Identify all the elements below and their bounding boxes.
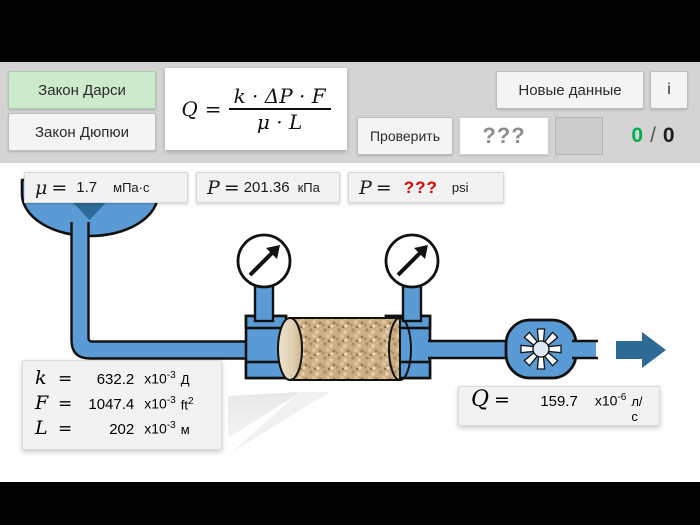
score-separator: / bbox=[650, 124, 656, 147]
gauge-left-needle bbox=[248, 245, 280, 277]
right-arrow-icon bbox=[616, 332, 666, 368]
permeability-value: 632.2 bbox=[96, 371, 135, 388]
length-symbol: L bbox=[35, 417, 48, 439]
core-sample-far-end bbox=[388, 317, 412, 381]
answer-result-indicator bbox=[555, 117, 603, 155]
viscosity-readout: μ = 1.7 мПа·с bbox=[24, 172, 188, 203]
top-toolbar: Закон Дарси Закон Дюпюи Q = k · ΔP · F μ… bbox=[0, 62, 700, 163]
formula-card: Q = k · ΔP · F μ · L bbox=[165, 68, 347, 150]
gauge-right-needle bbox=[396, 245, 428, 277]
permeability-factor: x10-3 bbox=[144, 370, 176, 387]
flow-rate-factor: x10-6 bbox=[594, 392, 627, 409]
area-equals: = bbox=[58, 394, 73, 414]
flow-rate-card: Q = 159.7 x10-6 л/с bbox=[458, 386, 660, 426]
tank-outlet-pipe bbox=[71, 222, 250, 359]
pressure-psi-readout: P = ??? psi bbox=[348, 172, 504, 203]
permeability-unit: Д bbox=[180, 372, 190, 387]
pressure-psi-symbol: P bbox=[359, 176, 372, 199]
viscosity-value: 1.7 bbox=[76, 179, 98, 196]
permeability-symbol: k bbox=[35, 367, 47, 389]
pipe-to-pump bbox=[428, 341, 508, 358]
pressure-psi-value: ??? bbox=[403, 177, 438, 197]
flow-rate-unit: л/с bbox=[631, 394, 643, 424]
formula-lhs: Q bbox=[181, 97, 198, 121]
core-sample-end bbox=[277, 317, 303, 381]
simulation-stage: μ = 1.7 мПа·с P = 201.36 кПа P = ??? psi… bbox=[0, 62, 700, 482]
check-answer-label: Проверить bbox=[369, 128, 440, 144]
viscosity-symbol: μ bbox=[35, 176, 48, 199]
flow-rate-value: 159.7 bbox=[540, 393, 578, 410]
formula-denominator: μ · L bbox=[256, 109, 303, 134]
law-darcy-button[interactable]: Закон Дарси bbox=[8, 71, 156, 109]
area-unit: ft2 bbox=[180, 395, 194, 412]
length-value: 202 bbox=[109, 421, 135, 438]
area-row: F = 1047.4 x10-3 ft2 bbox=[35, 392, 211, 417]
answer-input[interactable]: ??? bbox=[459, 117, 549, 155]
new-data-label: Новые данные bbox=[518, 81, 622, 99]
law-darcy-label: Закон Дарси bbox=[38, 81, 126, 99]
rock-parameters-card: k = 632.2 x10-3 Д F = 1047.4 x10-3 ft2 L… bbox=[22, 360, 222, 450]
pressure-psi-equals: = bbox=[375, 176, 392, 199]
flow-rate-equals: = bbox=[493, 389, 510, 411]
info-button[interactable]: i bbox=[650, 71, 688, 109]
callout-wedge bbox=[228, 392, 298, 438]
pressure-kpa-readout: P = 201.36 кПа bbox=[196, 172, 340, 203]
pump-outlet-stub bbox=[572, 341, 596, 358]
score-correct: 0 bbox=[631, 124, 644, 147]
callout-wedge-2 bbox=[232, 392, 330, 452]
area-symbol: F bbox=[35, 392, 49, 414]
score-display: 0 / 0 bbox=[612, 117, 694, 155]
flow-rate-row: Q = 159.7 x10-6 л/с bbox=[471, 387, 649, 424]
permeability-row: k = 632.2 x10-3 Д bbox=[35, 367, 211, 392]
pressure-kpa-unit: кПа bbox=[297, 180, 320, 195]
length-factor: x10-3 bbox=[144, 420, 176, 437]
area-factor: x10-3 bbox=[144, 395, 176, 412]
info-label: i bbox=[667, 81, 671, 98]
formula-numerator: k · ΔP · F bbox=[233, 83, 326, 108]
answer-placeholder: ??? bbox=[482, 123, 526, 148]
viscosity-equals: = bbox=[51, 176, 68, 199]
pressure-kpa-equals: = bbox=[223, 176, 240, 199]
length-equals: = bbox=[58, 419, 73, 439]
formula-fraction-bar bbox=[228, 108, 331, 110]
new-data-button[interactable]: Новые данные bbox=[496, 71, 644, 109]
check-answer-button[interactable]: Проверить bbox=[357, 117, 453, 155]
darcy-formula: Q = k · ΔP · F μ · L bbox=[181, 83, 331, 134]
length-unit: м bbox=[180, 422, 190, 437]
length-row: L = 202 x10-3 м bbox=[35, 417, 211, 442]
formula-equals: = bbox=[204, 97, 222, 121]
pressure-psi-unit: psi bbox=[451, 180, 469, 195]
pump-impeller-icon bbox=[520, 328, 562, 370]
flow-rate-symbol: Q bbox=[471, 387, 490, 412]
tank-outlet-pipe-outline bbox=[70, 222, 250, 360]
permeability-equals: = bbox=[58, 369, 73, 389]
apparatus-diagram bbox=[20, 176, 666, 452]
score-total: 0 bbox=[662, 124, 675, 147]
law-dupuit-label: Закон Дюпюи bbox=[34, 123, 130, 141]
viscosity-unit: мПа·с bbox=[113, 180, 150, 195]
area-value: 1047.4 bbox=[88, 396, 135, 413]
pressure-kpa-value: 201.36 bbox=[243, 179, 290, 196]
law-dupuit-button[interactable]: Закон Дюпюи bbox=[8, 113, 156, 151]
core-sample-body bbox=[289, 317, 401, 381]
formula-fraction: k · ΔP · F μ · L bbox=[228, 83, 331, 134]
pressure-kpa-symbol: P bbox=[207, 176, 220, 199]
